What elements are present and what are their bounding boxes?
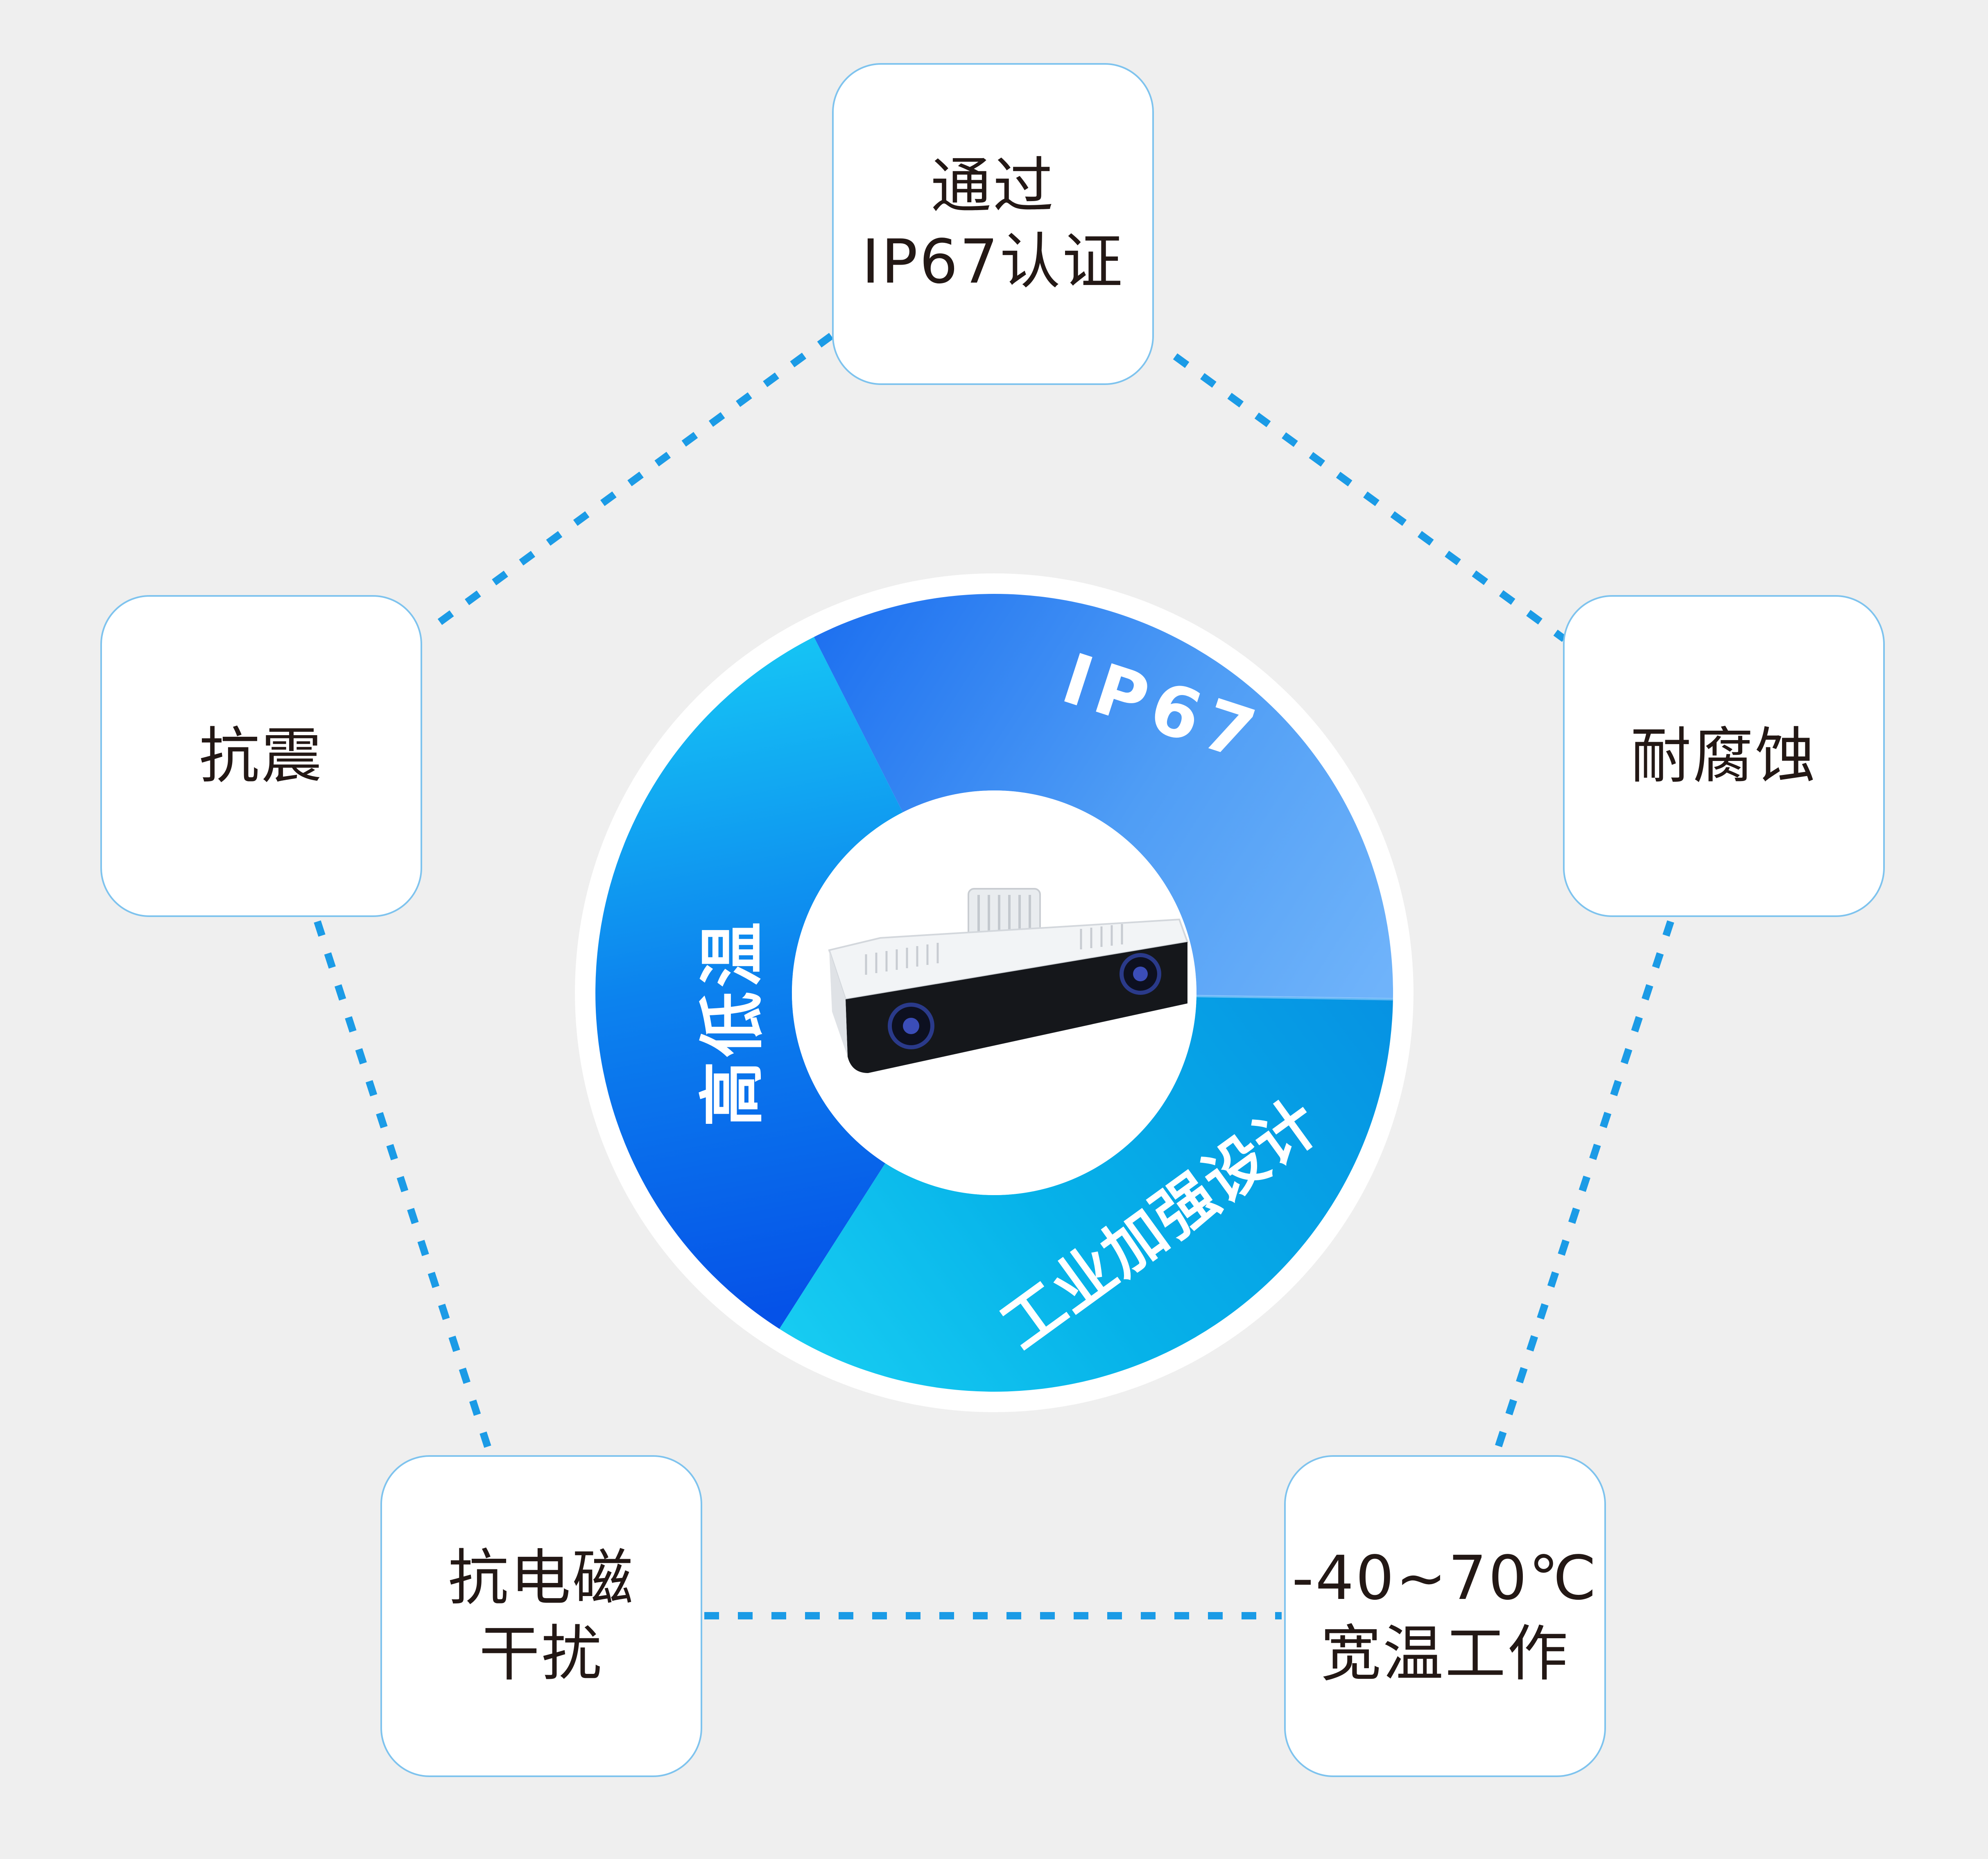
feature-card-temperature: -40~70℃ 宽温工作 bbox=[1284, 1455, 1606, 1777]
segment-left-label: 高低温 bbox=[694, 917, 771, 1127]
feature-card-temperature-text: -40~70℃ 宽温工作 bbox=[1291, 1543, 1599, 1689]
feature-card-corrosion: 耐腐蚀 bbox=[1563, 595, 1885, 917]
connector-top-right bbox=[1173, 353, 1567, 642]
feature-card-emi-text: 抗电磁 干扰 bbox=[448, 1543, 635, 1689]
feature-card-shock: 抗震 bbox=[100, 595, 422, 917]
connector-left-bottom bbox=[314, 920, 495, 1459]
feature-card-ip67: 通过 IP67认证 bbox=[832, 63, 1154, 385]
feature-card-corrosion-text: 耐腐蚀 bbox=[1631, 720, 1817, 791]
stereo-camera-icon bbox=[828, 888, 1189, 1073]
feature-card-ip67-text: 通过 IP67认证 bbox=[862, 151, 1124, 297]
feature-card-emi: 抗电磁 干扰 bbox=[380, 1455, 702, 1777]
connector-right-bottom bbox=[1491, 920, 1674, 1459]
connector-top-left bbox=[425, 333, 834, 634]
feature-card-shock-text: 抗震 bbox=[199, 720, 323, 791]
